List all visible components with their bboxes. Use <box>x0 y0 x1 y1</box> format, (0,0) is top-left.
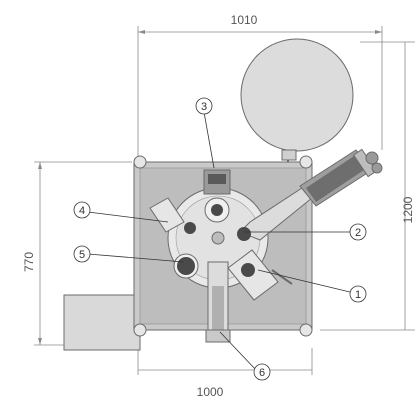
component-6-feedthrough <box>205 261 231 343</box>
callout-5: 5 <box>73 245 91 263</box>
dimension-lines <box>34 26 415 375</box>
component-4-port <box>149 197 196 234</box>
callout-2: 2 <box>349 223 367 241</box>
dimension-bottom-width: 1000 <box>197 385 224 399</box>
dimension-top-width: 1010 <box>231 13 258 27</box>
svg-text:3: 3 <box>201 101 207 113</box>
svg-text:6: 6 <box>259 367 265 379</box>
svg-text:5: 5 <box>79 249 85 261</box>
component-2-tube <box>237 148 383 241</box>
dimension-right-height: 1200 <box>401 196 415 223</box>
svg-text:4: 4 <box>79 205 85 217</box>
callout-6: 6 <box>253 363 271 381</box>
callout-1: 1 <box>349 285 367 303</box>
svg-text:2: 2 <box>355 227 361 239</box>
sphere-tank <box>240 38 354 162</box>
svg-text:1: 1 <box>355 289 361 301</box>
callout-4: 4 <box>73 201 91 219</box>
component-5-cup <box>173 253 199 279</box>
callout-3: 3 <box>195 97 213 115</box>
component-1-port <box>227 249 293 301</box>
component-3-port <box>203 169 231 223</box>
dimension-left-height: 770 <box>22 252 36 272</box>
auxiliary-box <box>63 294 141 351</box>
leader-lines <box>87 111 351 371</box>
